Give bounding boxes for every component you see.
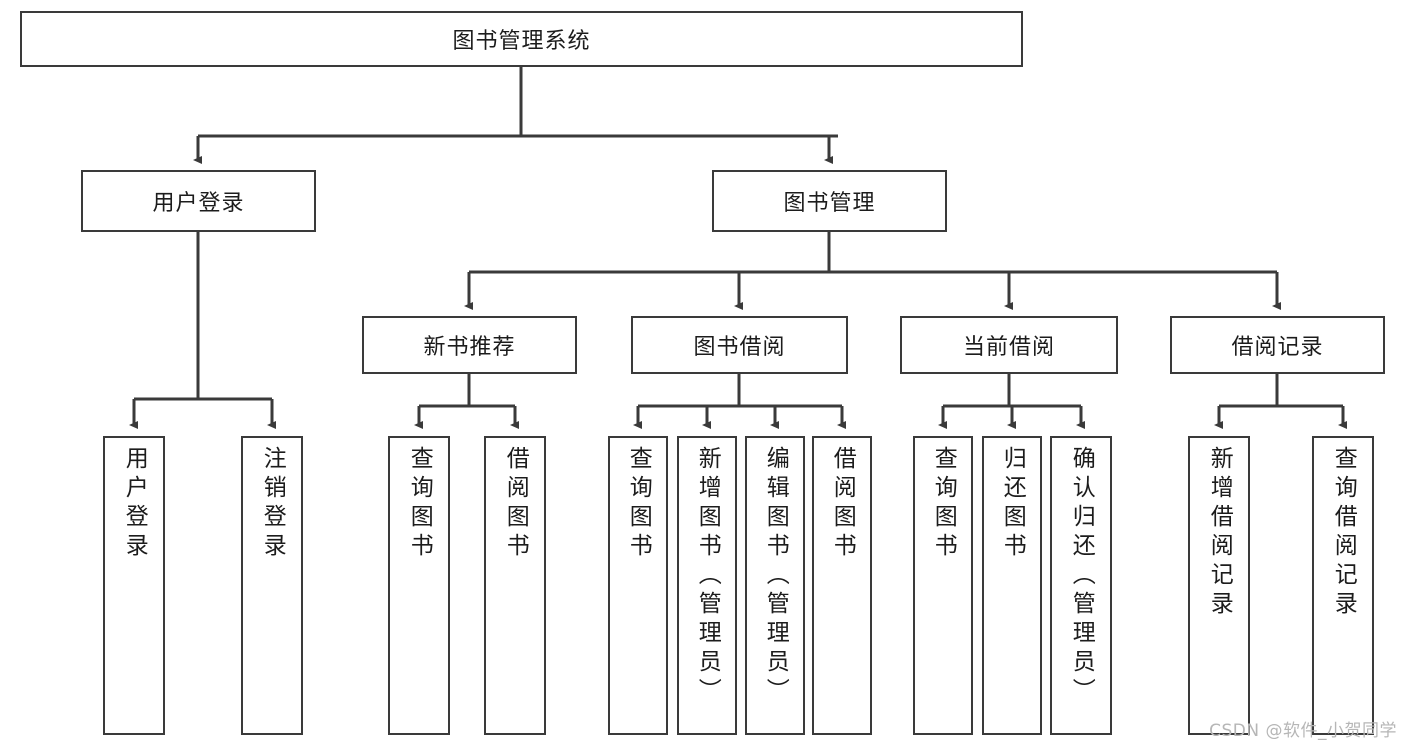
node-leaf-label: 编辑图书（管理员）: [762, 446, 789, 707]
node-leaf-7[interactable]: 借阅图书: [812, 436, 872, 735]
node-root[interactable]: 图书管理系统: [20, 11, 1023, 67]
node-leaf-label: 查询图书: [406, 446, 433, 562]
node-level3-2[interactable]: 当前借阅: [900, 316, 1118, 374]
node-level3-1[interactable]: 图书借阅: [631, 316, 848, 374]
node-leaf-label: 归还图书: [999, 446, 1026, 562]
node-leaf-4[interactable]: 查询图书: [608, 436, 668, 735]
node-leaf-12[interactable]: 查询借阅记录: [1312, 436, 1374, 735]
node-leaf-2[interactable]: 查询图书: [388, 436, 450, 735]
node-leaf-label: 确认归还（管理员）: [1068, 446, 1095, 707]
node-leaf-label: 新增借阅记录: [1206, 446, 1233, 620]
node-leaf-label: 借阅图书: [829, 446, 856, 562]
node-leaf-8[interactable]: 查询图书: [913, 436, 973, 735]
node-leaf-label: 借阅图书: [502, 446, 529, 562]
node-leaf-6[interactable]: 编辑图书（管理员）: [745, 436, 805, 735]
node-leaf-0[interactable]: 用户登录: [103, 436, 165, 735]
node-leaf-label: 查询图书: [625, 446, 652, 562]
node-leaf-label: 查询图书: [930, 446, 957, 562]
watermark: CSDN @软件_小贺同学: [1209, 721, 1397, 741]
node-level2-1[interactable]: 图书管理: [712, 170, 947, 232]
node-leaf-label: 查询借阅记录: [1330, 446, 1357, 620]
node-leaf-label: 新增图书（管理员）: [694, 446, 721, 707]
node-leaf-5[interactable]: 新增图书（管理员）: [677, 436, 737, 735]
node-leaf-3[interactable]: 借阅图书: [484, 436, 546, 735]
node-leaf-10[interactable]: 确认归还（管理员）: [1050, 436, 1112, 735]
node-leaf-9[interactable]: 归还图书: [982, 436, 1042, 735]
node-level2-0[interactable]: 用户登录: [81, 170, 316, 232]
node-leaf-11[interactable]: 新增借阅记录: [1188, 436, 1250, 735]
node-leaf-1[interactable]: 注销登录: [241, 436, 303, 735]
node-level3-0[interactable]: 新书推荐: [362, 316, 577, 374]
node-leaf-label: 用户登录: [121, 446, 148, 562]
node-level3-3[interactable]: 借阅记录: [1170, 316, 1385, 374]
node-leaf-label: 注销登录: [259, 446, 286, 562]
